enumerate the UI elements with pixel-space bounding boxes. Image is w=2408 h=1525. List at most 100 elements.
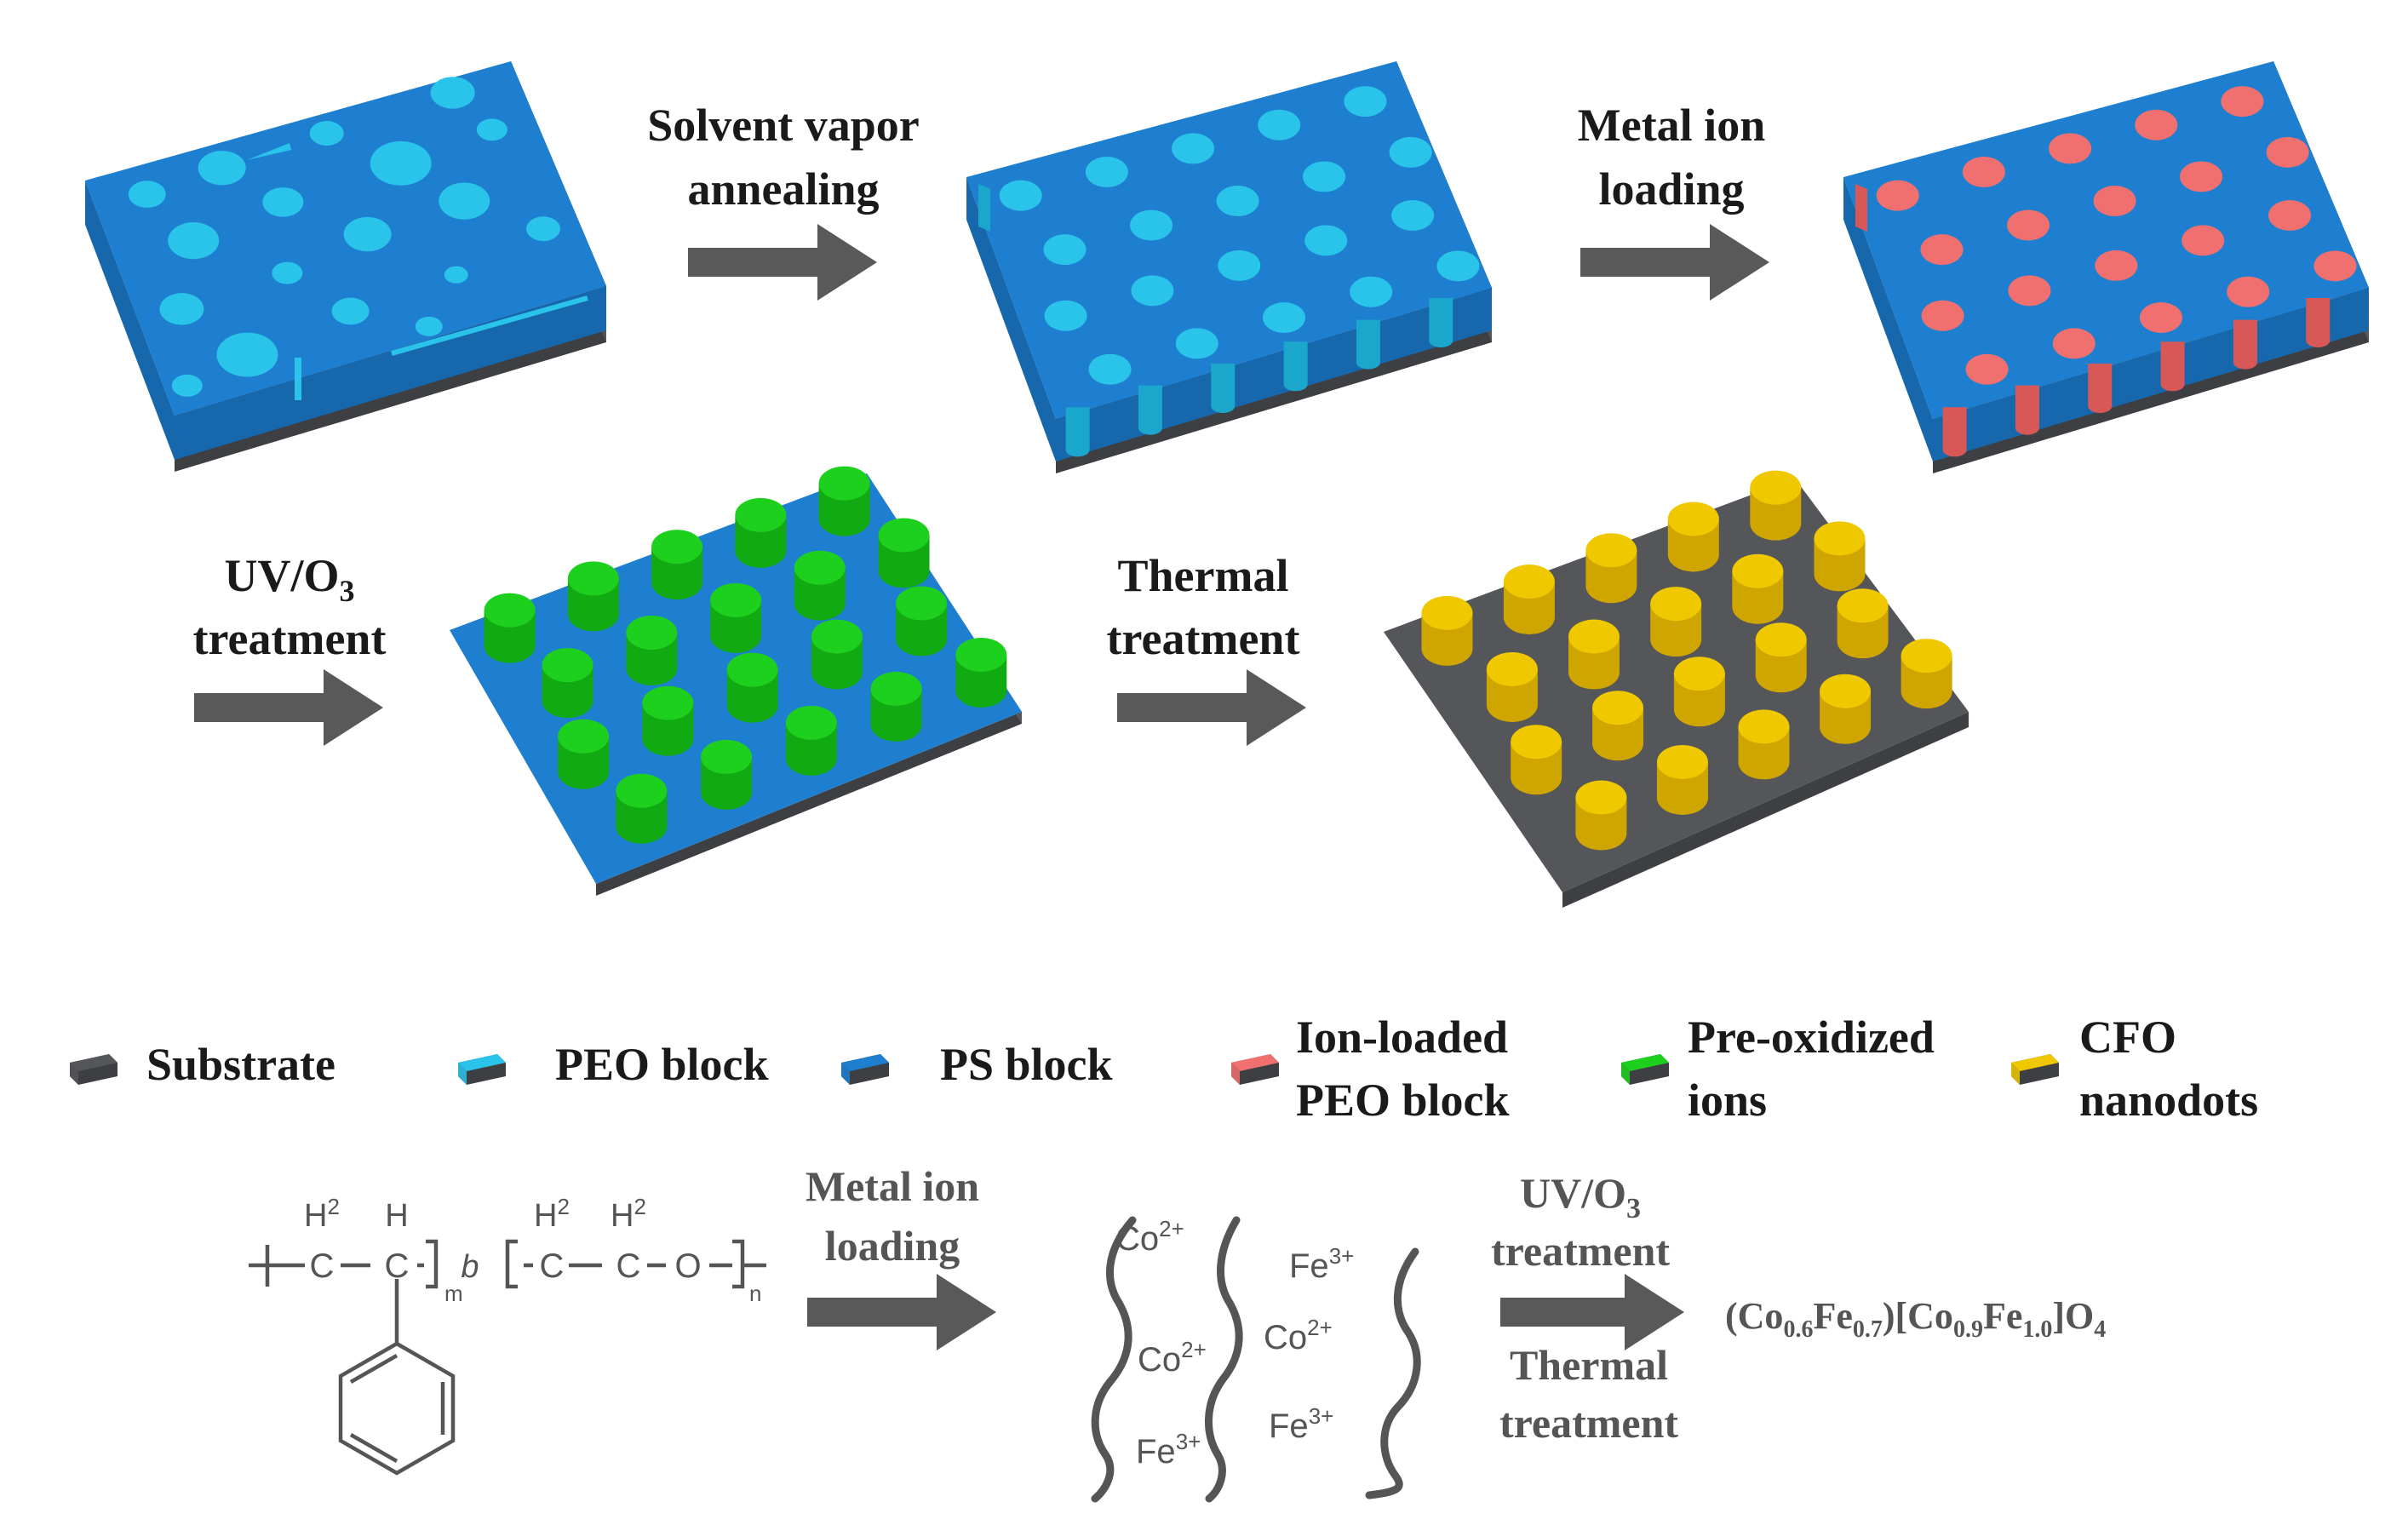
- block-label: b: [461, 1249, 479, 1285]
- peo-domain: [262, 187, 304, 217]
- ion-cylinder-top: [2227, 276, 2270, 307]
- arrow-label-line2: treatment: [1491, 1227, 1670, 1275]
- film-left-face: [966, 177, 1056, 462]
- peo-cylinder-top: [1172, 133, 1215, 164]
- ion-label: Fe3+: [1269, 1403, 1333, 1445]
- cfo-nanodot: [1486, 651, 1538, 722]
- film-annealed: [966, 61, 1492, 473]
- h2-label: H2: [534, 1194, 570, 1234]
- step-thermal-treatment: Thermal treatment: [1107, 550, 1306, 746]
- peo-cylinder-top: [1044, 300, 1087, 331]
- peo-cylinder-side: [978, 184, 990, 232]
- process-arrow: [1117, 669, 1306, 746]
- ion-cylinder-top: [2268, 199, 2312, 231]
- n-subscript: n: [749, 1281, 761, 1306]
- pre-oxidized-dot: [794, 550, 846, 621]
- cylinder-top: [558, 719, 610, 754]
- peo-domain: [430, 77, 475, 109]
- cfo-nanodot: [1732, 553, 1784, 624]
- step-label-line2: annealing: [687, 163, 879, 215]
- pre-oxidized-dot: [896, 586, 948, 656]
- substrate-front: [1562, 712, 1969, 908]
- ion-cylinder-top: [2313, 250, 2357, 282]
- ion-label: Co2+: [1264, 1315, 1333, 1356]
- ion-cylinder-side: [2233, 319, 2257, 370]
- peo-cylinder-top: [1088, 353, 1132, 385]
- cylinder-top: [1901, 639, 1952, 674]
- cfo-nanodot: [1667, 502, 1719, 572]
- carbon-label: C: [540, 1247, 565, 1285]
- peo-cylinder-side: [1138, 385, 1162, 435]
- ion-cylinder-top: [2049, 133, 2092, 164]
- cylinder-top: [896, 586, 948, 621]
- process-arrow: [688, 224, 877, 301]
- peo-cylinder-top: [1303, 161, 1346, 192]
- film-as-cast: [85, 61, 606, 472]
- ion-cylinder-top: [2182, 225, 2225, 256]
- peo-cylinder-top: [1391, 199, 1435, 231]
- cylinder-top: [1732, 553, 1784, 588]
- peo-cylinder-side: [1211, 363, 1236, 413]
- ion-cylinder-top: [2052, 328, 2096, 359]
- pre-oxidized-dot: [955, 637, 1007, 708]
- peo-domain: [476, 118, 507, 141]
- m-subscript: m: [444, 1281, 463, 1306]
- cylinder-top: [1820, 674, 1872, 708]
- legend-swatch: [458, 1054, 506, 1071]
- cylinder-top: [701, 739, 753, 774]
- cfo-nanodot: [1503, 565, 1555, 635]
- legend-item: Substrate: [70, 1039, 335, 1090]
- peo-domain: [309, 121, 344, 146]
- ion-cylinder-top: [1876, 180, 1919, 211]
- legend-swatch: [2011, 1054, 2059, 1071]
- peo-domain: [526, 216, 561, 242]
- polymer-chains: [1091, 1216, 1421, 1503]
- ion-cylinder-top: [1962, 157, 2005, 188]
- pre-oxidized-dot: [726, 652, 778, 723]
- pre-oxidized-dot: [558, 719, 610, 789]
- peo-domain: [216, 332, 278, 377]
- cylinder-top: [1575, 780, 1627, 815]
- peo-cylinder-top: [999, 180, 1042, 211]
- cylinder-top: [616, 773, 668, 808]
- substrate-front: [596, 712, 1022, 896]
- film-top-face: [1843, 61, 2369, 419]
- process-arrow: [1500, 1274, 1684, 1350]
- cylinder-top: [1486, 651, 1538, 686]
- ion-cylinder-top: [2095, 249, 2138, 281]
- ion-cylinder-top: [2221, 86, 2264, 118]
- peo-cylinder-top: [1350, 276, 1393, 307]
- step-label-line2: treatment: [193, 613, 387, 664]
- peo-domain: [444, 266, 468, 284]
- cfo-nanodot: [1750, 470, 1802, 541]
- peo-domain: [370, 140, 432, 186]
- cfo-nanodot: [1755, 622, 1807, 693]
- cfo-nanodot: [1901, 639, 1952, 709]
- ion-cylinder-top: [2007, 209, 2050, 241]
- ion-cylinder-side: [2306, 297, 2331, 347]
- ion-cylinder-top: [2180, 161, 2223, 192]
- peo-cylinder-top: [1218, 249, 1261, 281]
- arrow-label-line2: loading: [825, 1222, 960, 1270]
- arrow-label-line3: Thermal: [1510, 1341, 1668, 1389]
- film-front-face: [175, 286, 606, 460]
- process-arrow: [194, 669, 383, 746]
- peo-domain: [331, 297, 370, 325]
- step-uv-ozone-treatment: UV/O3 treatment: [193, 550, 387, 746]
- cfo-nanodot: [1650, 587, 1702, 657]
- peo-domain: [391, 295, 588, 356]
- cylinder-top: [1503, 565, 1555, 599]
- film-ion-loaded: [1843, 61, 2369, 473]
- ion-cylinder-top: [2135, 109, 2178, 140]
- cylinder-top: [811, 619, 863, 654]
- cylinder-top: [567, 561, 619, 596]
- h2-label: H2: [304, 1194, 340, 1234]
- h2-label: H2: [611, 1194, 646, 1234]
- peo-cylinder-top: [1436, 250, 1480, 282]
- cylinder-top: [1650, 587, 1702, 622]
- ion-cylinder-top: [2093, 185, 2136, 216]
- legend-item: PEO block: [458, 1039, 769, 1090]
- cylinder-top: [1656, 744, 1708, 779]
- cylinder-top: [1837, 588, 1889, 623]
